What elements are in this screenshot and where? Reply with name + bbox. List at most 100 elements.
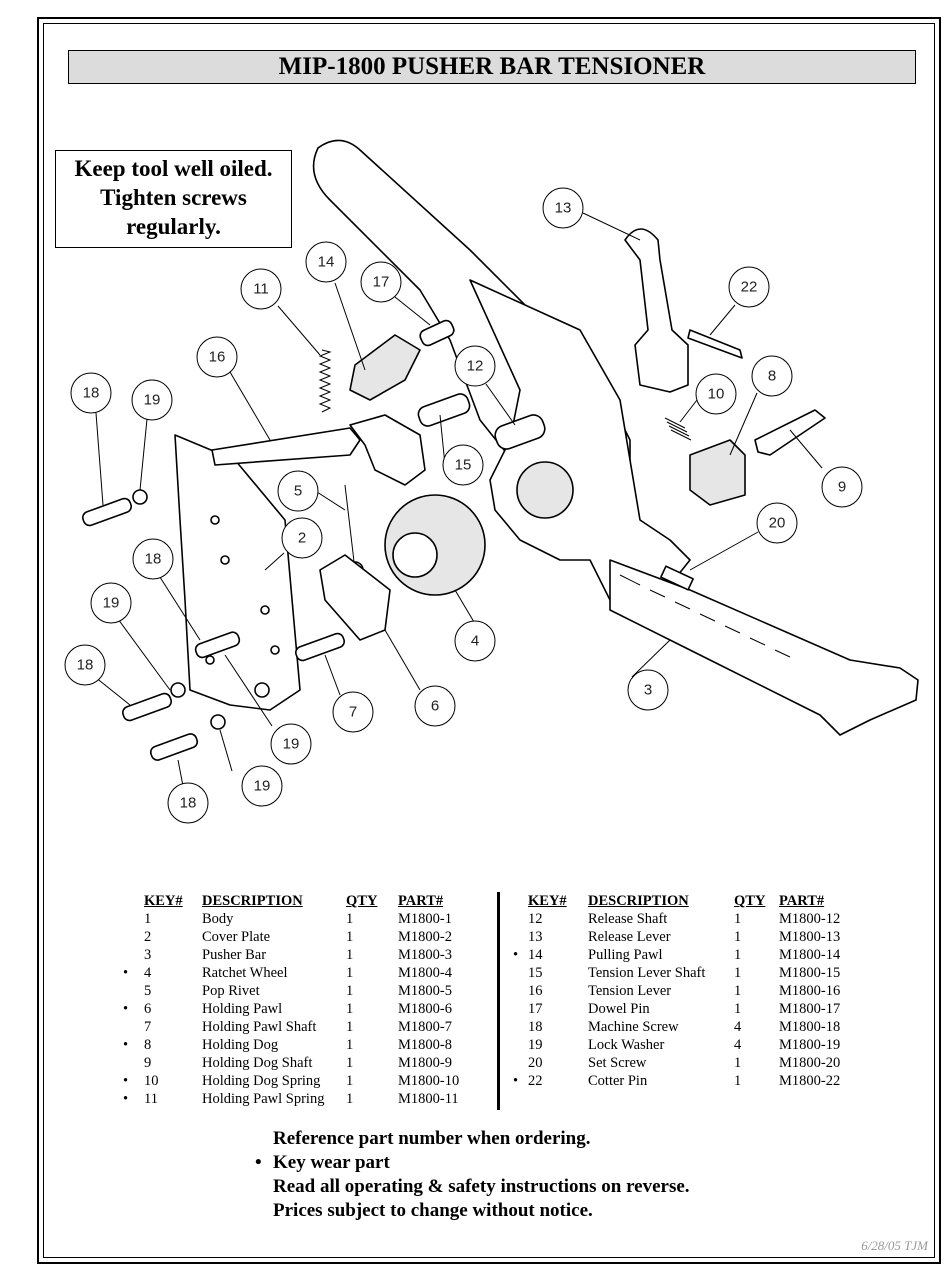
callout: 19 <box>270 723 312 765</box>
cell-qty: 1 <box>346 1037 354 1053</box>
footer-line: Reference part number when ordering. <box>255 1127 690 1151</box>
cell-description: Set Screw <box>588 1055 647 1071</box>
note-line: regularly. <box>126 214 221 239</box>
cell-qty: 4 <box>734 1037 742 1053</box>
cell-description: Dowel Pin <box>588 1001 650 1017</box>
cell-key: 15 <box>528 965 543 981</box>
machine-screw <box>82 497 132 527</box>
cell-qty: 1 <box>346 929 354 945</box>
callout: 18 <box>167 782 209 824</box>
footer-text: Read all operating & safety instructions… <box>273 1176 690 1197</box>
table-row: 2 Cover Plate 1 M1800-2 <box>120 928 490 946</box>
cell-description: Machine Screw <box>588 1019 679 1035</box>
leader-lines <box>94 212 823 787</box>
callout: 2 <box>281 517 323 559</box>
cell-description: Lock Washer <box>588 1037 665 1053</box>
callout: 19 <box>131 379 173 421</box>
cell-description: Holding Dog Spring <box>202 1073 321 1089</box>
svg-text:2: 2 <box>298 530 306 547</box>
cell-part: M1800-1 <box>398 911 452 927</box>
ordering-notes: Reference part number when ordering. •Ke… <box>255 1127 690 1223</box>
pop-rivet <box>344 484 356 571</box>
cell-key: 4 <box>144 965 152 981</box>
cell-key: 2 <box>144 929 152 945</box>
note-line: Keep tool well oiled. <box>74 156 273 181</box>
cell-part: M1800-3 <box>398 947 452 963</box>
cell-description: Pop Rivet <box>202 983 260 999</box>
svg-text:19: 19 <box>144 392 161 409</box>
cell-qty: 1 <box>346 911 354 927</box>
callout: 12 <box>454 345 496 387</box>
cell-part: M1800-5 <box>398 983 452 999</box>
cell-part: M1800-8 <box>398 1037 452 1053</box>
lock-washer <box>210 714 226 730</box>
cell-part: M1800-10 <box>398 1073 460 1089</box>
cell-description: Pulling Pawl <box>588 947 663 963</box>
svg-text:20: 20 <box>769 515 786 532</box>
header-description: DESCRIPTION <box>202 893 303 909</box>
cell-qty: 1 <box>346 965 354 981</box>
cell-description: Ratchet Wheel <box>202 965 288 981</box>
footer-text: Key wear part <box>273 1152 390 1173</box>
holding-dog-shaft <box>754 409 826 456</box>
svg-text:9: 9 <box>838 479 846 496</box>
cell-part: M1800-11 <box>398 1091 459 1107</box>
svg-text:18: 18 <box>145 551 162 568</box>
callout: 5 <box>277 470 319 512</box>
cell-description: Cotter Pin <box>588 1073 648 1089</box>
cell-part: M1800-13 <box>779 929 841 945</box>
machine-screw <box>194 631 241 659</box>
cell-description: Holding Pawl Spring <box>202 1091 325 1107</box>
cell-description: Tension Lever Shaft <box>588 965 706 981</box>
cell-part: M1800-2 <box>398 929 452 945</box>
table-header: KEY# DESCRIPTION QTY PART# <box>505 892 905 910</box>
rack-teeth <box>619 574 791 658</box>
svg-text:11: 11 <box>253 281 269 298</box>
callout: 20 <box>756 502 798 544</box>
ratchet-wheel-hub <box>392 532 438 578</box>
callout: 19 <box>241 765 283 807</box>
cell-part: M1800-22 <box>779 1073 841 1089</box>
header-part: PART# <box>398 893 444 909</box>
svg-text:5: 5 <box>294 483 302 500</box>
cell-key: 17 <box>528 1001 543 1017</box>
body-frame <box>469 279 691 611</box>
lock-washer <box>170 682 186 698</box>
cell-key: 8 <box>144 1037 152 1053</box>
callout: 4 <box>454 620 496 662</box>
footer-line: Read all operating & safety instructions… <box>255 1175 690 1199</box>
svg-text:12: 12 <box>467 358 484 375</box>
lock-washer <box>254 682 270 698</box>
callout: 18 <box>70 372 112 414</box>
cell-qty: 1 <box>734 911 742 927</box>
callout: 18 <box>64 644 106 686</box>
cell-part: M1800-16 <box>779 983 841 999</box>
svg-text:14: 14 <box>318 254 335 271</box>
cell-key: 14 <box>528 947 543 963</box>
svg-text:8: 8 <box>768 368 776 385</box>
release-shaft <box>494 414 546 450</box>
holding-pawl <box>319 554 391 641</box>
cell-part: M1800-7 <box>398 1019 452 1035</box>
cell-qty: 1 <box>346 947 354 963</box>
callout: 6 <box>414 685 456 727</box>
cell-description: Cover Plate <box>202 929 271 945</box>
callout: 17 <box>360 261 402 303</box>
release-lever <box>624 228 689 393</box>
pawl-bracket <box>349 414 426 486</box>
cell-bullet: • <box>513 1073 519 1089</box>
cell-part: M1800-19 <box>779 1037 841 1053</box>
cell-qty: 1 <box>734 929 742 945</box>
svg-text:19: 19 <box>103 595 120 612</box>
